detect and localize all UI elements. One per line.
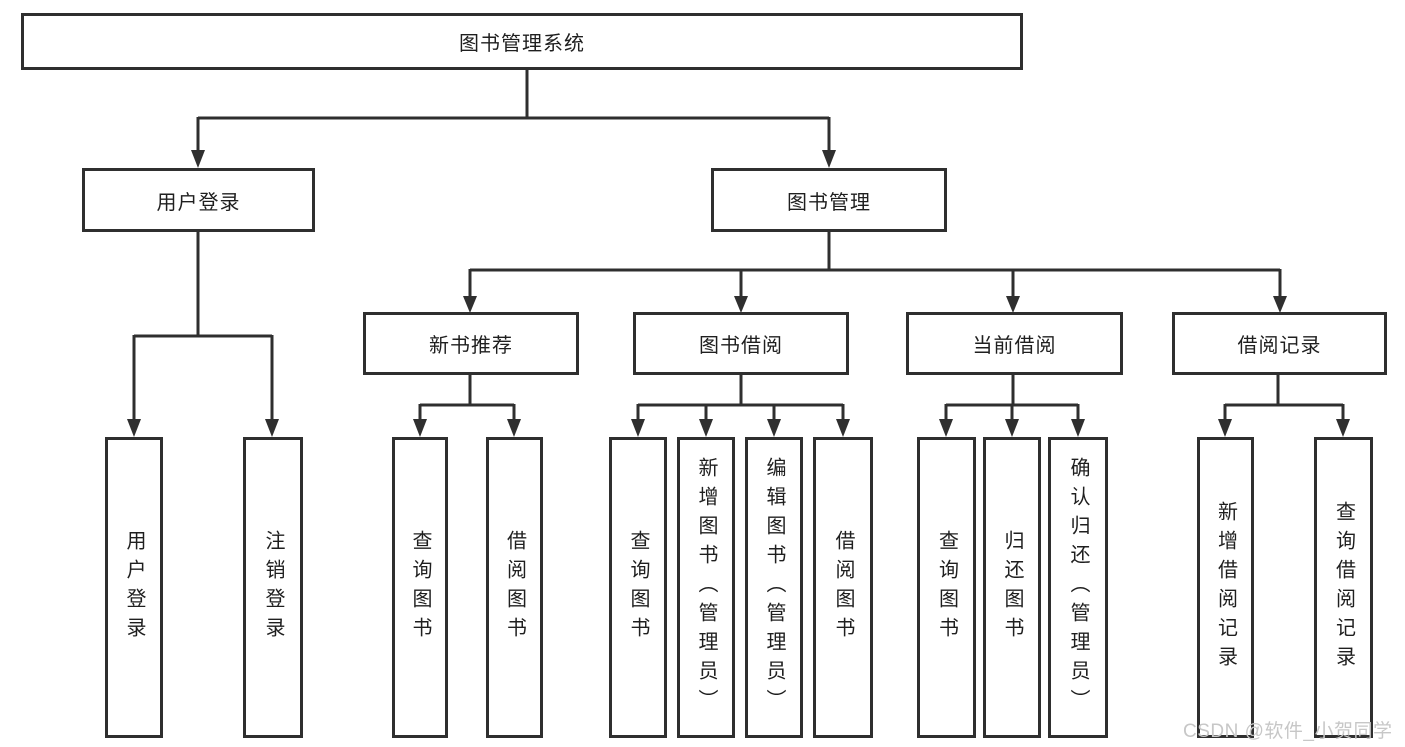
csdn-watermark: CSDN @软件_小贺同学 [1183, 721, 1393, 742]
node-borrow-records: 借阅记录 [1172, 312, 1387, 375]
leaf-bb-edit-books-admin: 编辑图书（管理员） [745, 437, 803, 738]
leaf-br-query-record: 查询借阅记录 [1314, 437, 1373, 738]
leaf-nbr-query-books: 查询图书 [392, 437, 448, 738]
leaf-bb-borrow-books: 借阅图书 [813, 437, 873, 738]
node-book-borrow: 图书借阅 [633, 312, 849, 375]
node-book-management: 图书管理 [711, 168, 947, 232]
leaf-user-login: 用户登录 [105, 437, 163, 738]
leaf-br-add-record: 新增借阅记录 [1197, 437, 1254, 738]
node-user-login: 用户登录 [82, 168, 315, 232]
node-new-book-recommend: 新书推荐 [363, 312, 579, 375]
leaf-nbr-borrow-books: 借阅图书 [486, 437, 543, 738]
leaf-bb-query-books: 查询图书 [609, 437, 667, 738]
leaf-cb-return-books: 归还图书 [983, 437, 1041, 738]
leaf-cb-confirm-return-admin: 确认归还（管理员） [1048, 437, 1108, 738]
node-current-borrow: 当前借阅 [906, 312, 1123, 375]
node-library-management-system: 图书管理系统 [21, 13, 1023, 70]
leaf-cb-query-books: 查询图书 [917, 437, 976, 738]
leaf-bb-add-books-admin: 新增图书（管理员） [677, 437, 735, 738]
leaf-logout: 注销登录 [243, 437, 303, 738]
